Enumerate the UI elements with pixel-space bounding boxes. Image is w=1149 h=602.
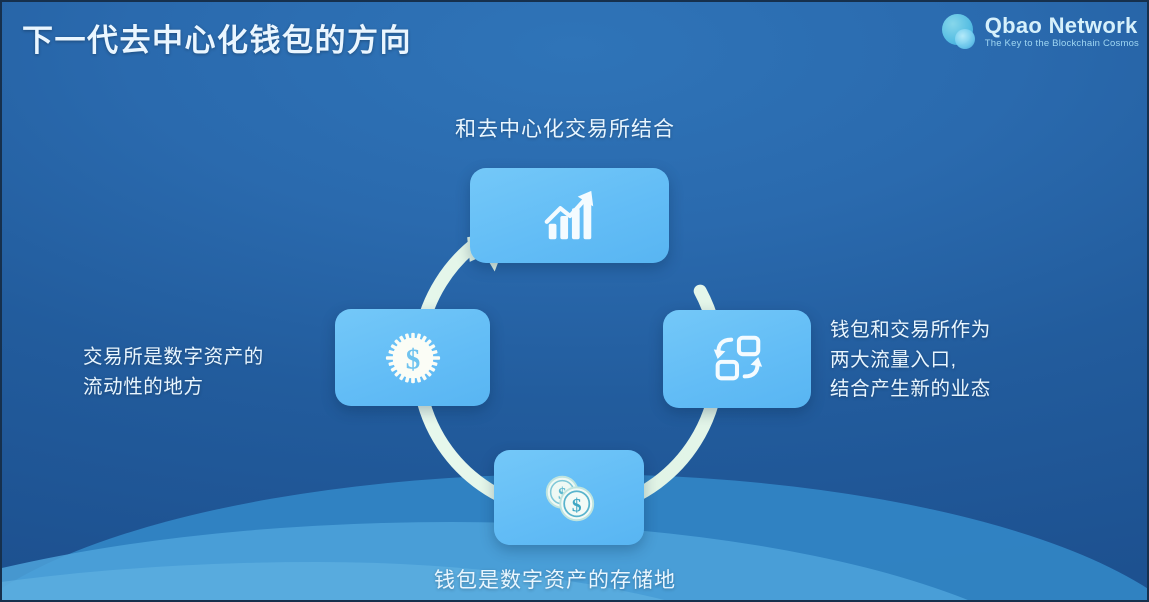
cycle-label-bottom: 钱包是数字资产的存储地 [434, 569, 676, 592]
brand-logo: Qbao Network The Key to the Blockchain C… [941, 13, 1139, 50]
cycle-node-top[interactable] [470, 168, 669, 263]
exchange-swap-icon [713, 335, 763, 381]
bar-chart-growth-icon [544, 190, 593, 239]
cycle-label-right-line-3: 结合产生新的业态 [830, 378, 991, 401]
brand-name: Qbao Network [984, 13, 1138, 39]
cycle-label-right: 钱包和交易所作为 两大流量入口, 结合产生新的业态 [830, 316, 991, 405]
page-title: 下一代去中心化钱包的方向 [22, 23, 412, 58]
cycle-label-left-line-2: 流动性的地方 [83, 375, 204, 398]
cycle-label-left-line-1: 交易所是数字资产的 [83, 346, 264, 368]
svg-text:$: $ [558, 483, 566, 502]
two-coins-icon: $ $ [545, 475, 595, 521]
qbao-logo-mark-icon [941, 14, 978, 50]
svg-text:$: $ [572, 495, 582, 516]
dollar-starburst-badge-icon: $ [385, 332, 440, 383]
cycle-label-right-line-1: 钱包和交易所作为 [830, 319, 991, 341]
cycle-label-top: 和去中心化交易所结合 [455, 118, 675, 141]
brand-logo-text: Qbao Network The Key to the Blockchain C… [984, 13, 1139, 49]
brand-tagline: The Key to the Blockchain Cosmos [984, 37, 1139, 49]
svg-text:$: $ [405, 343, 420, 375]
cycle-node-bottom[interactable]: $ $ [494, 450, 644, 545]
logo-circle-small-icon [954, 29, 975, 49]
cycle-node-left[interactable]: $ [335, 309, 490, 406]
cycle-label-left: 交易所是数字资产的 流动性的地方 [83, 343, 264, 402]
cycle-label-right-line-2: 两大流量入口, [830, 348, 957, 371]
cycle-node-right[interactable] [663, 310, 811, 408]
